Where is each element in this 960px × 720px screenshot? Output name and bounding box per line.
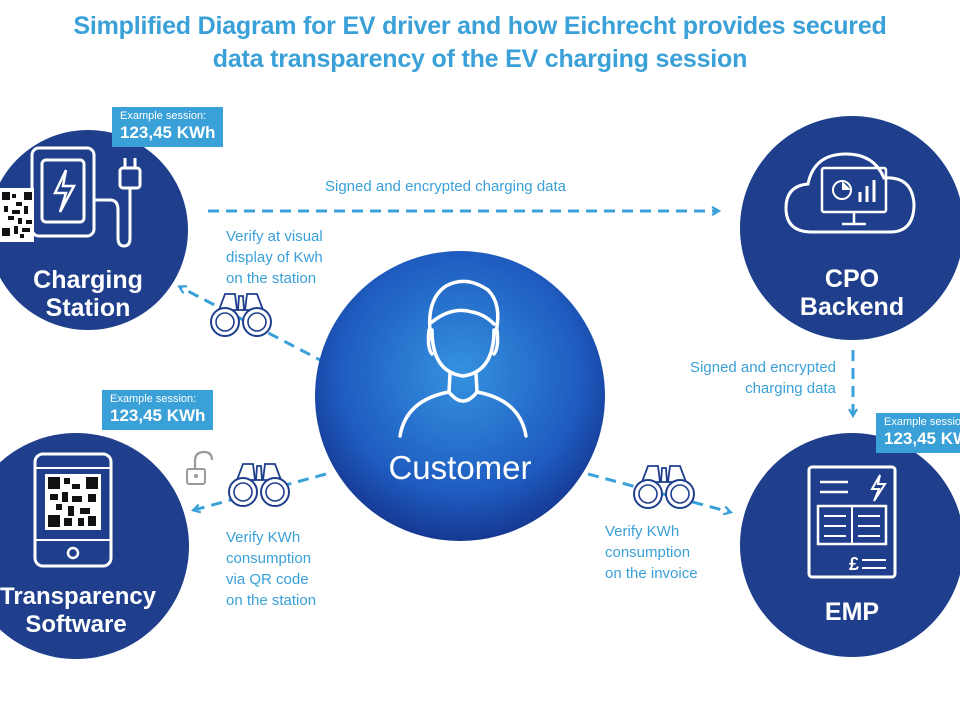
session-badge-value: 123,45 KWh	[110, 406, 206, 425]
transparency-software-label-line2: Software	[25, 611, 127, 638]
customer-label: Customer	[388, 449, 532, 486]
label-cpo-to-emp-line1: Signed and encrypted	[690, 359, 836, 376]
label-cpo-to-emp: Signed and encrypted charging data	[628, 357, 836, 399]
label-verify-station: Verify at visual display of Kwh on the s…	[226, 226, 323, 289]
label-verify-qr-line1: Verify KWh	[226, 529, 301, 546]
label-verify-station-line1: Verify at visual	[226, 228, 323, 245]
cpo-backend-label-line2: Backend	[799, 293, 905, 321]
label-verify-invoice-line2: consumption	[605, 544, 691, 561]
label-verify-invoice: Verify KWh consumption on the invoice	[605, 521, 698, 584]
transparency-software-label-line1: Transparency	[0, 583, 157, 610]
cpo-backend-node	[740, 116, 960, 340]
session-badge-caption: Example session:	[110, 393, 197, 405]
label-verify-qr-line3: via QR code	[226, 571, 309, 588]
charging-station-label-line1: Charging	[33, 266, 143, 294]
cloud-monitor-icon	[784, 152, 916, 234]
label-verify-station-line2: display of Kwh	[226, 249, 323, 266]
cpo-backend-label: CPO Backend	[772, 265, 932, 321]
label-verify-qr: Verify KWh consumption via QR code on th…	[226, 527, 316, 611]
emp-label: EMP	[772, 598, 932, 626]
session-badge-charging-station: Example session: 123,45 KWh	[112, 107, 224, 147]
session-badge-caption: Example session:	[884, 416, 960, 428]
session-badge-transparency-software: Example session: 123,45 KWh	[102, 390, 214, 430]
label-verify-station-line3: on the station	[226, 270, 317, 287]
person-icon	[398, 279, 528, 438]
label-verify-invoice-line3: on the invoice	[605, 565, 698, 582]
session-badge-caption: Example session:	[120, 110, 207, 122]
invoice-icon	[807, 465, 897, 579]
page-title: Simplified Diagram for EV driver and how…	[0, 10, 960, 76]
session-badge-emp: Example session: 123,45 KWh	[876, 413, 960, 453]
arrow-customer-to-software	[194, 472, 327, 510]
session-badge-value: 123,45 KWh	[120, 123, 216, 142]
label-verify-qr-line2: consumption	[226, 550, 312, 567]
binoculars-icon-qr	[228, 463, 290, 507]
charging-station-label-line2: Station	[45, 294, 131, 322]
session-badge-value: 123,45 KWh	[884, 429, 960, 448]
label-verify-invoice-line1: Verify KWh	[605, 523, 680, 540]
emp-label-line1: EMP	[824, 598, 880, 626]
label-verify-qr-line4: on the station	[226, 592, 317, 609]
charging-station-label: Charging Station	[8, 266, 168, 322]
binoculars-icon-invoice	[633, 465, 695, 509]
binoculars-icon-station	[210, 293, 272, 337]
cpo-backend-label-line1: CPO	[824, 265, 880, 293]
padlock-open-icon	[186, 450, 214, 485]
page-title-line2: data transparency of the EV charging ses…	[212, 45, 748, 73]
label-station-to-cpo: Signed and encrypted charging data	[325, 178, 567, 195]
page-title-line1: Simplified Diagram for EV driver and how…	[73, 12, 887, 40]
customer-node	[315, 251, 605, 541]
pound-symbol: £	[849, 554, 859, 574]
smartphone-qr-icon	[33, 452, 113, 568]
station-qr-code	[0, 188, 34, 242]
label-cpo-to-emp-line2: charging data	[745, 380, 836, 397]
transparency-software-label: Transparency Software	[0, 583, 157, 639]
